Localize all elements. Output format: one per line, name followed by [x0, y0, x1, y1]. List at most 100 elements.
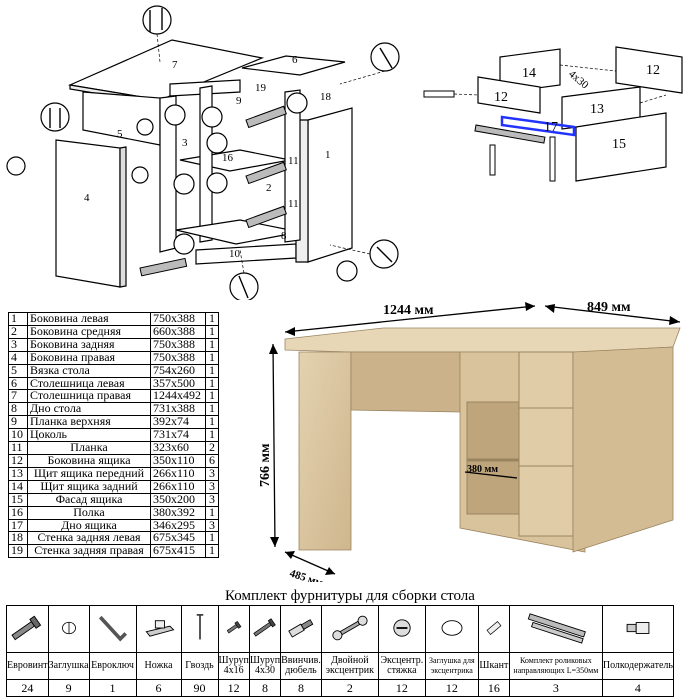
kit-item-qty: 8 [280, 679, 322, 697]
label-13: 13 [590, 102, 604, 117]
shelf-holder-icon [626, 621, 650, 634]
dim-height: 766 мм [258, 443, 273, 487]
parts-qty: 1 [205, 544, 219, 559]
desk-back-tie [350, 351, 461, 413]
double-eccentric-icon [332, 615, 368, 640]
desk-right-side [572, 346, 674, 553]
screw-dowel-icon [288, 618, 314, 638]
kit-item-icon-cell [135, 605, 182, 653]
desk-top [284, 327, 681, 353]
kit-item-qty: 1 [88, 679, 137, 697]
panel-6-tabletop-left [241, 55, 346, 76]
label-11a: 11 [288, 155, 299, 167]
kit-title: Комплект фурнитуры для сборки стола [225, 588, 475, 604]
label-4: 4 [84, 192, 90, 204]
kit-item-name: Заглушка [47, 652, 90, 680]
screw-4x30-icon [253, 617, 276, 637]
panel-12-drawer-side-left [477, 76, 541, 114]
kit-item-icon-cell [280, 605, 322, 653]
kit-item-icon-cell [248, 605, 282, 653]
desk-shelf-cavity [466, 401, 520, 515]
kit-item-qty: 9 [47, 679, 90, 697]
kit-item-icon-cell [217, 605, 250, 653]
label-7: 7 [172, 59, 178, 71]
kit-item-icon-cell [320, 605, 379, 653]
nail-icon [196, 613, 203, 639]
label-4x30: 4x30 [566, 68, 591, 92]
kit-item-icon-cell [601, 605, 674, 653]
kit-item-name: Гвоздь [180, 652, 219, 680]
hex-key-icon [98, 615, 127, 642]
eccentric-cap-icon [441, 619, 463, 636]
label-3: 3 [182, 137, 188, 149]
drawer-assembly-diagram: 14 12 12 13 15 17 4x30 [423, 46, 683, 182]
parts-name: Стенка задняя правая [27, 544, 151, 559]
kit-item-icon-cell [477, 605, 510, 653]
dim-depth: 849 мм [587, 300, 631, 315]
kit-item-qty: 90 [180, 679, 219, 697]
foot-icon [144, 619, 174, 637]
kit-item-qty: 16 [477, 679, 510, 697]
kit-item-name: Комплект роликовых направляющих L=350мм [508, 652, 603, 680]
label-10: 10 [229, 248, 241, 260]
kit-item-icon-cell [47, 605, 90, 653]
panel-18-back [284, 89, 301, 243]
parts-num: 19 [8, 544, 28, 559]
desk-drawer-3 [518, 465, 574, 537]
parts-qty: 1 [205, 428, 219, 443]
kit-item-qty: 2 [320, 679, 379, 697]
dim-width: 1244 мм [383, 303, 434, 318]
label-6: 6 [292, 54, 298, 66]
kit-item-qty: 12 [217, 679, 250, 697]
kit-item-qty: 12 [424, 679, 479, 697]
label-8: 8 [281, 230, 287, 242]
kit-item-name: Евроключ [88, 652, 137, 680]
cap-icon [61, 621, 76, 634]
parts-qty: 1 [205, 363, 219, 378]
kit-item-name: Шуруп 4x16 [217, 652, 250, 680]
kit-item-qty: 6 [135, 679, 182, 697]
label-12-left: 12 [494, 90, 508, 105]
label-2: 2 [266, 182, 272, 194]
desk-drawer-2 [518, 407, 574, 467]
kit-item-name: Ввинчив. дюбель [280, 652, 322, 680]
dowel-icon [486, 620, 502, 635]
label-5: 5 [117, 128, 123, 140]
label-12-right: 12 [646, 63, 660, 78]
kit-item-qty: 4 [601, 679, 674, 697]
kit-item-icon-cell [180, 605, 219, 653]
label-16: 16 [222, 152, 234, 164]
kit-item-icon-cell [88, 605, 137, 653]
label-11b: 11 [288, 198, 299, 210]
kit-item-icon-cell [6, 605, 49, 653]
exploded-assembly-diagram: 7 6 5 4 3 2 1 16 8 9 10 11 11 18 19 [6, 5, 400, 300]
kit-item-name: Шкант [477, 652, 510, 680]
panel-17-drawer-bottom [500, 115, 576, 137]
kit-item-qty: 8 [248, 679, 282, 697]
kit-item-name: Двойной эксцентрик [320, 652, 379, 680]
parts-qty: 1 [205, 376, 219, 391]
kit-item-name: Ножка [135, 652, 182, 680]
panel-10-plinth [195, 243, 297, 265]
roller-slides-icon [527, 612, 586, 644]
dim-leg: 485 мм [288, 567, 325, 582]
parts-dim: 675x415 [150, 544, 206, 559]
dim-shelf: 380 мм [467, 464, 498, 475]
label-15: 15 [612, 137, 626, 152]
label-18: 18 [320, 91, 332, 103]
kit-item-name: Эксцентр. стяжка [377, 652, 426, 680]
panel-4-side [55, 139, 121, 288]
label-1: 1 [325, 149, 331, 161]
label-19: 19 [255, 82, 267, 94]
eccentric-tie-icon [393, 618, 411, 637]
desk-render: 1244 мм 849 мм 766 мм 485 мм 380 мм [258, 300, 681, 582]
